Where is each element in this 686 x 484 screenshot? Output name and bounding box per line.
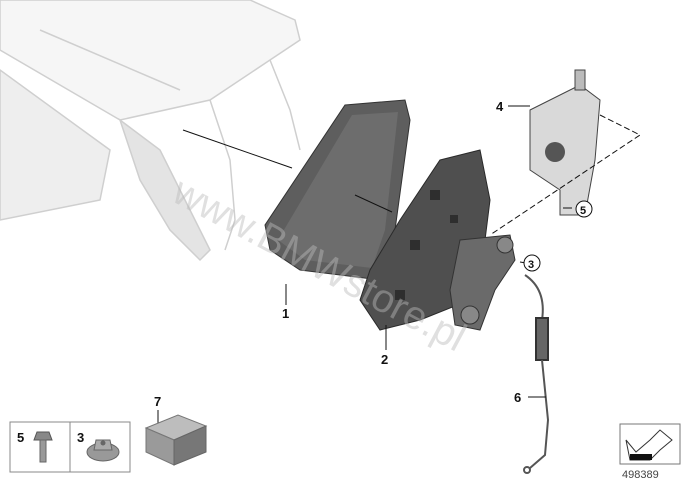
part-7-pad bbox=[144, 414, 208, 466]
callout-6: 6 bbox=[514, 390, 521, 405]
leader-lines bbox=[157, 105, 641, 430]
legend-label-3: 3 bbox=[77, 430, 84, 445]
callout-4: 4 bbox=[496, 99, 504, 114]
legend-label-5: 5 bbox=[17, 430, 24, 445]
callout-3-circle bbox=[523, 254, 541, 272]
orientation-arrow-icon bbox=[619, 423, 681, 465]
callout-3: 3 bbox=[528, 259, 534, 271]
bolt-icon bbox=[33, 431, 53, 463]
part-6-cable bbox=[523, 274, 550, 474]
callout-2: 2 bbox=[381, 352, 388, 367]
callout-1: 1 bbox=[282, 306, 289, 321]
roof-frame-illustration bbox=[0, 0, 301, 262]
nut-icon bbox=[86, 439, 120, 462]
callout-7: 7 bbox=[154, 394, 161, 409]
callout-5-circle bbox=[575, 200, 593, 218]
diagram-number: 498389 bbox=[622, 469, 659, 481]
hinge-mechanism bbox=[449, 234, 516, 331]
callout-5: 5 bbox=[580, 205, 586, 217]
small-parts-legend: 5 3 bbox=[9, 421, 131, 473]
part-4-hinge-bracket bbox=[529, 69, 601, 216]
